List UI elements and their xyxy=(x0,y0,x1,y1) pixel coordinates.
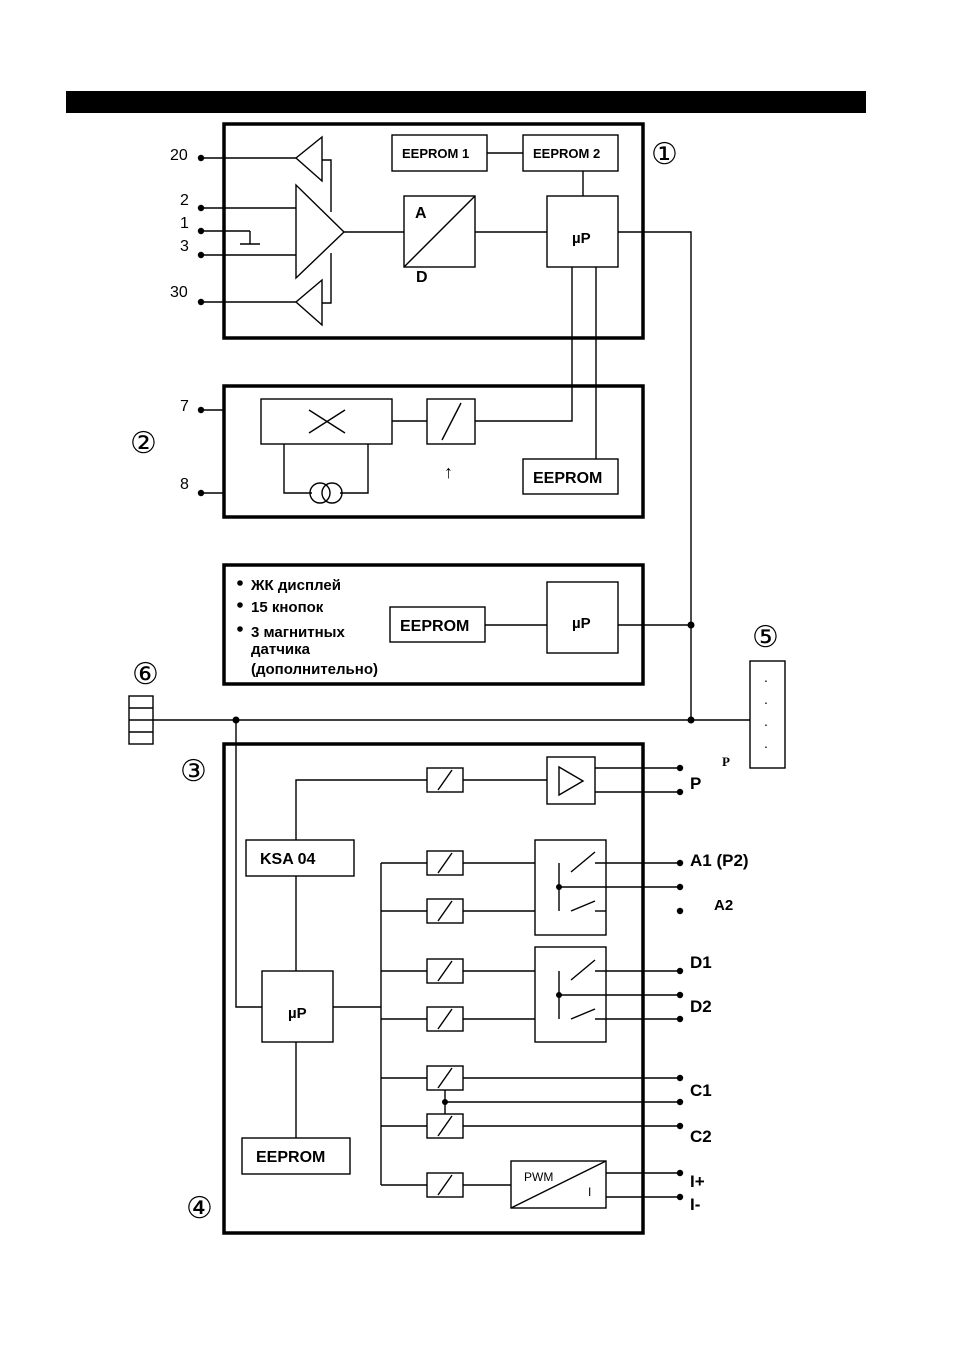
microprocessor-display-label: µP xyxy=(572,615,591,632)
eeprom-output-label: EEPROM xyxy=(256,1149,325,1166)
terminal-7-label: 7 xyxy=(180,398,189,415)
terminal-3-label: 3 xyxy=(180,238,189,255)
module-3-number: ③ xyxy=(180,755,207,788)
module-2-sensor: 7 8 ↑ EEPROM ② xyxy=(130,267,643,517)
display-module: ЖК дисплей 15 кнопок 3 магнитных датчика… xyxy=(224,565,691,684)
output-c2-label: C2 xyxy=(690,1127,712,1146)
display-item-lcd: ЖК дисплей xyxy=(250,577,341,594)
amp-main-icon xyxy=(296,185,344,278)
output-a1-label: A1 (P2) xyxy=(690,851,749,870)
connector-5-dot: . xyxy=(764,713,768,729)
pwm-label: PWM xyxy=(524,1170,553,1184)
amplifier-p-box xyxy=(547,757,595,804)
output-i-minus-label: I- xyxy=(690,1195,700,1214)
display-item-sensor: датчика xyxy=(251,641,311,658)
amp-bottom-icon xyxy=(296,280,322,325)
header-bar xyxy=(66,91,866,113)
module-1-number: ① xyxy=(651,138,678,171)
terminal-30-label: 30 xyxy=(170,284,188,301)
connector-5-dot: . xyxy=(764,669,768,685)
connector-5: . . . . ⑤ xyxy=(750,621,785,768)
module-1-input: 20 2 1 3 30 A D EEPROM 1 EEPROM 2 xyxy=(170,124,678,338)
connector-5-number: ⑤ xyxy=(752,621,779,654)
display-item-magnetic: 3 магнитных xyxy=(251,624,345,641)
connector-5-dot: . xyxy=(764,691,768,707)
output-i-plus-label: I+ xyxy=(690,1172,705,1191)
microprocessor-1-label: µP xyxy=(572,230,591,247)
eeprom-sensor-label: EEPROM xyxy=(533,470,602,487)
eeprom-1-label: EEPROM 1 xyxy=(402,146,469,161)
connector-6-number: ⑥ xyxy=(132,658,159,691)
connector-6: ⑥ xyxy=(129,658,159,744)
output-d1-label: D1 xyxy=(690,953,712,972)
output-c1-label: C1 xyxy=(690,1081,712,1100)
amp-top-icon xyxy=(296,137,322,181)
adc-a-label: A xyxy=(415,205,427,222)
output-d2-label: D2 xyxy=(690,997,712,1016)
terminal-1-label: 1 xyxy=(180,215,189,232)
output-p-small-label: P xyxy=(722,754,730,769)
adc-d-label: D xyxy=(416,269,428,286)
microprocessor-output-label: µP xyxy=(288,1005,307,1022)
converter-arrow-label: ↑ xyxy=(444,462,453,482)
pwm-i-label: I xyxy=(588,1185,591,1199)
eeprom-display-label: EEPROM xyxy=(400,618,469,635)
terminal-20-label: 20 xyxy=(170,147,188,164)
connector-5-dot: . xyxy=(764,735,768,751)
ksa-label: KSA 04 xyxy=(260,851,316,868)
current-source-icon xyxy=(310,483,330,503)
eeprom-2-label: EEPROM 2 xyxy=(533,146,600,161)
output-p-label: P xyxy=(690,774,701,793)
module-4-number: ④ xyxy=(186,1192,213,1225)
display-item-buttons: 15 кнопок xyxy=(251,599,324,616)
display-item-optional: (дополнительно) xyxy=(251,661,378,678)
module-3-output: ③ ④ KSA 04 µP EEPROM xyxy=(180,720,683,1233)
module-2-number: ② xyxy=(130,427,157,460)
output-a2-label: A2 xyxy=(714,897,733,914)
terminal-2-label: 2 xyxy=(180,192,189,209)
terminal-8-label: 8 xyxy=(180,476,189,493)
